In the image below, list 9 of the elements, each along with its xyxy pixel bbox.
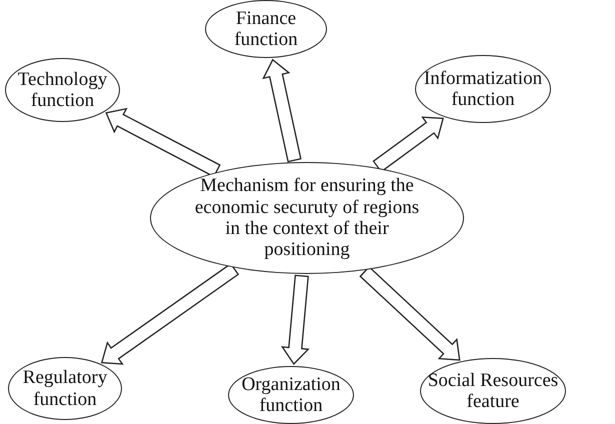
node-label: Regulatory function [22, 367, 108, 410]
node-label: Informatization function [422, 68, 544, 110]
node-label: Finance function [233, 8, 299, 50]
node-label: Social Resources feature [426, 370, 560, 412]
node-label: Mechanism for ensuring the economic securuty of regions in the context of their positioning [194, 175, 420, 261]
node-label: Organization function [240, 374, 342, 416]
hollow-arrow [281, 274, 310, 366]
hollow-arrow [262, 58, 302, 162]
node-label: Technology function [16, 68, 108, 112]
